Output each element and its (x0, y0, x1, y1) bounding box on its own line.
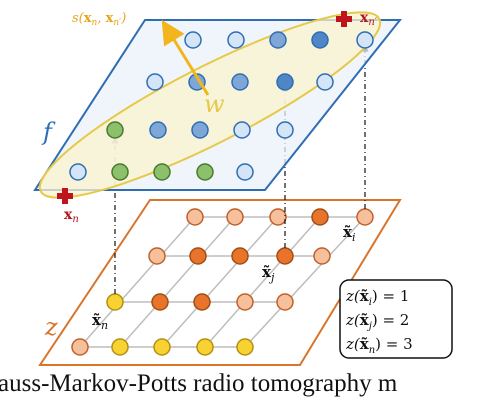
grid-node (276, 293, 294, 311)
marker-xn-prime (336, 11, 352, 27)
label-w: w (204, 90, 225, 118)
label-xj: x̃j (262, 263, 275, 284)
caption-text: Gauss-Markov-Potts radio tomography m (0, 370, 398, 397)
top-grid-nodes (69, 31, 374, 181)
grid-node-xj (276, 247, 294, 265)
legend-lines: z(x̃i) = 1 z(x̃j) = 2 z(x̃n) = 3 (345, 287, 413, 356)
grid-node (149, 121, 167, 139)
grid-node (313, 247, 331, 265)
marker-xn (57, 188, 73, 204)
legend-row-3: z(x̃n) = 3 (345, 335, 413, 356)
bottom-grid-nodes (71, 208, 374, 356)
grid-node (186, 208, 204, 226)
label-xi: x̃i (343, 223, 355, 244)
grid-node (311, 208, 329, 226)
grid-node (151, 293, 169, 311)
legend-row-2: z(x̃j) = 2 (345, 311, 409, 332)
grid-node (233, 121, 251, 139)
grid-node (146, 73, 164, 91)
grid-node (276, 121, 294, 139)
grid-node (153, 163, 171, 181)
grid-node (236, 163, 254, 181)
grid-node-xn (106, 293, 124, 311)
label-xn-prime: xn′ (360, 10, 378, 28)
legend-box (339, 279, 453, 359)
grid-node (196, 163, 214, 181)
grid-node-xi (356, 208, 374, 226)
grid-node (311, 31, 329, 49)
grid-node (106, 121, 124, 139)
grid-node (153, 338, 171, 356)
grid-node (191, 121, 209, 139)
bottom-plane-z (38, 199, 402, 366)
grid-node (269, 31, 287, 49)
normal-arrow (161, 19, 210, 96)
grid-node (184, 31, 202, 49)
grid-node (227, 31, 245, 49)
grid-node (71, 338, 89, 356)
grid-node (231, 73, 249, 91)
label-f: f (41, 118, 56, 146)
grid-node (236, 338, 254, 356)
grid-node (276, 73, 294, 91)
grid-node (269, 208, 287, 226)
label-z: z (44, 313, 58, 341)
grid-node (231, 247, 249, 265)
legend-row-1: z(x̃i) = 1 (345, 287, 409, 308)
grid-node (316, 73, 334, 91)
grid-node (189, 247, 207, 265)
grid-node (148, 247, 166, 265)
label-xn-tilde: x̃n (92, 311, 108, 332)
grid-node (226, 208, 244, 226)
grid-node (236, 293, 254, 311)
label-xn: xn (64, 207, 79, 225)
grid-node (193, 293, 211, 311)
grid-node (69, 163, 87, 181)
grid-node (111, 163, 129, 181)
figure-caption: Gauss-Markov-Potts radio tomography m (0, 370, 478, 400)
grid-node (356, 31, 374, 49)
label-s: s(xn, xn′) (72, 11, 126, 28)
grid-node (111, 338, 129, 356)
grid-node (196, 338, 214, 356)
